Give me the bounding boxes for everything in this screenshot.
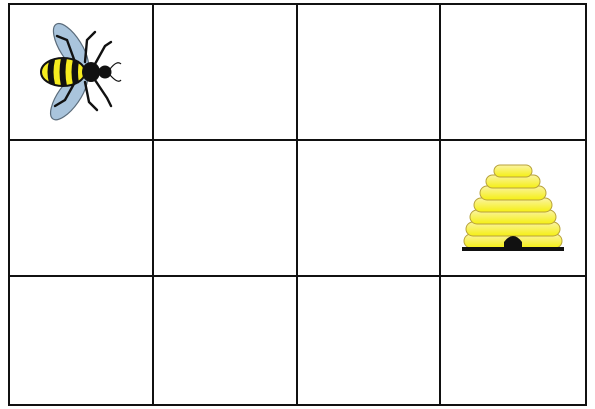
grid-cell-r1-c4[interactable]	[441, 5, 585, 141]
grid-cell-r2-c4[interactable]	[441, 141, 585, 277]
beehive-icon	[458, 158, 568, 258]
grid-cell-r1-c1[interactable]	[10, 5, 154, 141]
grid-cell-r1-c2[interactable]	[154, 5, 298, 141]
grid-cell-r3-c3[interactable]	[298, 277, 442, 404]
grid-cell-r2-c1[interactable]	[10, 141, 154, 277]
bee-piece[interactable]	[10, 5, 152, 139]
game-board	[8, 3, 587, 406]
grid-cell-r1-c3[interactable]	[298, 5, 442, 141]
grid-cell-r3-c4[interactable]	[441, 277, 585, 404]
grid-cell-r2-c3[interactable]	[298, 141, 442, 277]
grid-cell-r2-c2[interactable]	[154, 141, 298, 277]
bee-icon	[31, 14, 131, 130]
beehive-piece[interactable]	[441, 141, 585, 275]
grid-cell-r3-c2[interactable]	[154, 277, 298, 404]
grid-cell-r3-c1[interactable]	[10, 277, 154, 404]
